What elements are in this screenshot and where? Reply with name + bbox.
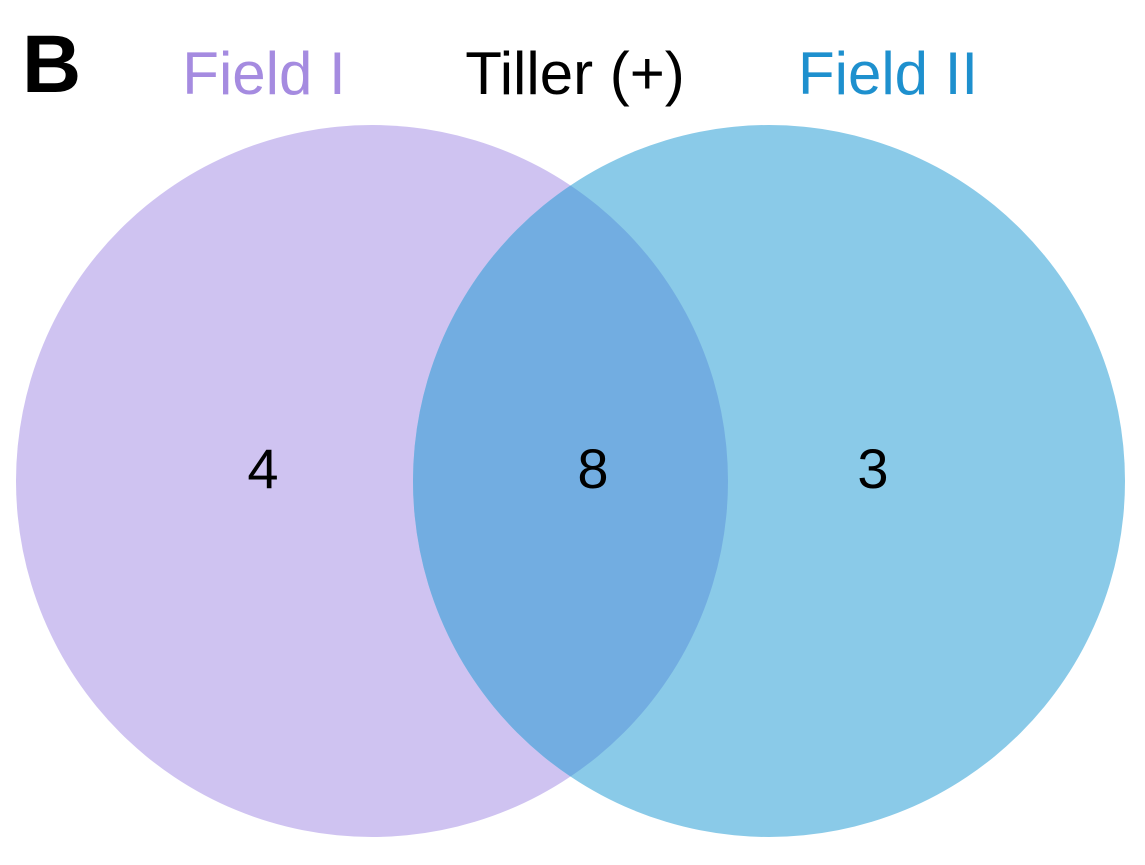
overlap-region [413, 125, 728, 837]
field-ii-label: Field II [798, 40, 978, 107]
panel-letter: B [22, 19, 81, 110]
field-i-label: Field I [182, 40, 345, 107]
diagram-title: Tiller (+) [465, 40, 684, 107]
both-count: 8 [577, 437, 608, 500]
field-i-only-count: 4 [247, 437, 278, 500]
field-ii-only-count: 3 [857, 437, 888, 500]
